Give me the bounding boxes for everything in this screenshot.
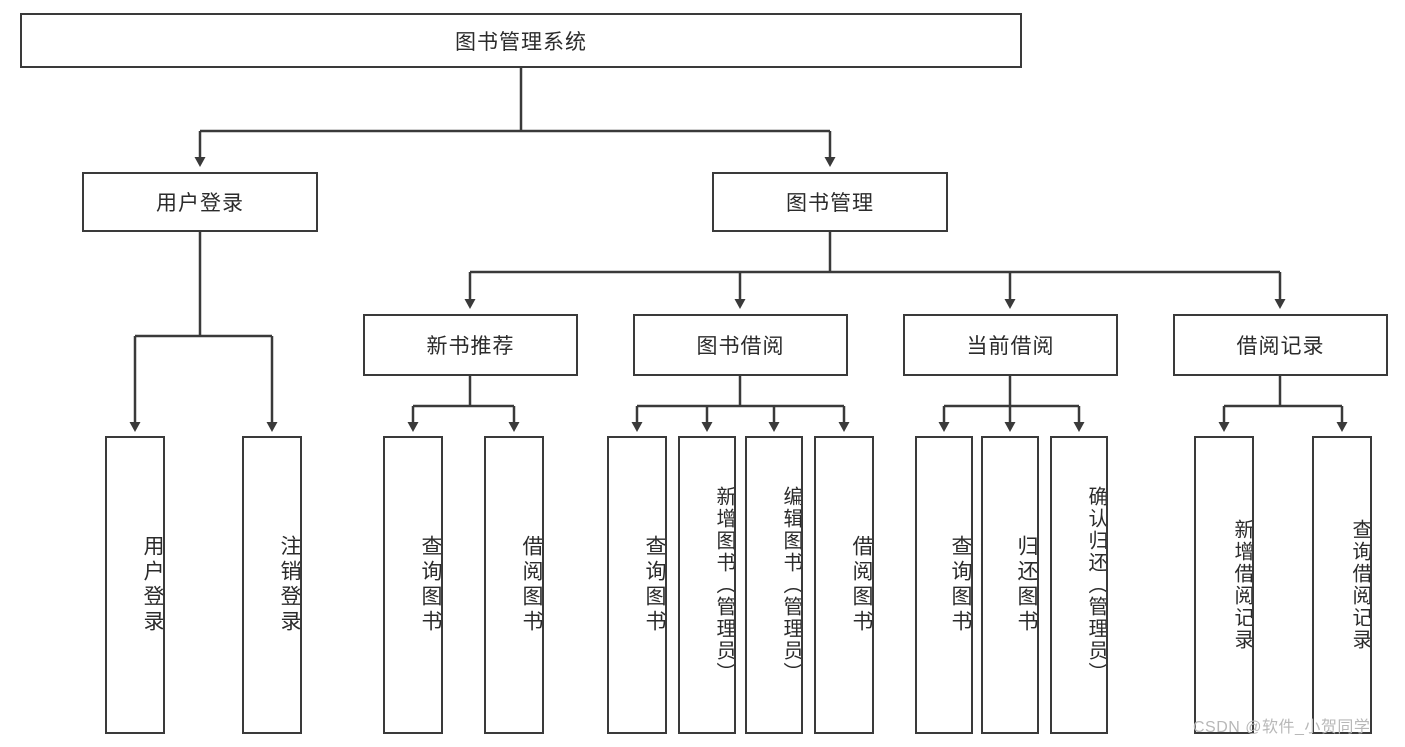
leaf-book-borrow-edit[interactable]: 编辑图书（管理员） xyxy=(745,436,803,734)
leaf-label: 确认归还（管理员） xyxy=(1085,486,1107,684)
leaf-label: 用户登录 xyxy=(141,535,164,635)
leaf-record-add[interactable]: 新增借阅记录 xyxy=(1194,436,1254,734)
watermark: CSDN @软件_小贺同学 xyxy=(1193,719,1371,736)
leaf-label: 编辑图书（管理员） xyxy=(780,486,802,684)
leaf-new-book-borrow[interactable]: 借阅图书 xyxy=(484,436,544,734)
leaf-label: 归还图书 xyxy=(1015,535,1038,635)
node-current-borrow[interactable]: 当前借阅 xyxy=(903,314,1118,376)
node-root-label: 图书管理系统 xyxy=(455,30,587,54)
leaf-record-query[interactable]: 查询借阅记录 xyxy=(1312,436,1372,734)
node-user-login-label: 用户登录 xyxy=(156,192,244,215)
node-borrow-record[interactable]: 借阅记录 xyxy=(1173,314,1388,376)
leaf-label: 新增图书（管理员） xyxy=(713,486,735,684)
node-root[interactable]: 图书管理系统 xyxy=(20,13,1022,68)
leaf-label: 查询图书 xyxy=(419,535,442,635)
leaf-user-login-logout[interactable]: 注销登录 xyxy=(242,436,302,734)
node-user-login[interactable]: 用户登录 xyxy=(82,172,318,232)
node-book-borrow-label: 图书借阅 xyxy=(696,335,785,358)
leaf-current-borrow-confirm[interactable]: 确认归还（管理员） xyxy=(1050,436,1108,734)
leaf-label: 新增借阅记录 xyxy=(1231,519,1253,651)
node-book-borrow[interactable]: 图书借阅 xyxy=(633,314,848,376)
leaf-new-book-query[interactable]: 查询图书 xyxy=(383,436,443,734)
node-new-book-recommend[interactable]: 新书推荐 xyxy=(363,314,578,376)
leaf-user-login-login[interactable]: 用户登录 xyxy=(105,436,165,734)
node-book-management-label: 图书管理 xyxy=(786,192,874,215)
leaf-label: 查询借阅记录 xyxy=(1349,519,1371,651)
node-current-borrow-label: 当前借阅 xyxy=(966,335,1055,358)
node-book-management[interactable]: 图书管理 xyxy=(712,172,948,232)
leaf-current-borrow-query[interactable]: 查询图书 xyxy=(915,436,973,734)
leaf-label: 注销登录 xyxy=(278,535,301,635)
leaf-current-borrow-return[interactable]: 归还图书 xyxy=(981,436,1039,734)
leaf-book-borrow-add[interactable]: 新增图书（管理员） xyxy=(678,436,736,734)
leaf-book-borrow-borrow[interactable]: 借阅图书 xyxy=(814,436,874,734)
node-new-book-recommend-label: 新书推荐 xyxy=(426,335,515,358)
leaf-label: 查询图书 xyxy=(643,535,666,635)
leaf-label: 查询图书 xyxy=(949,535,972,635)
leaf-label: 借阅图书 xyxy=(850,535,873,635)
leaf-label: 借阅图书 xyxy=(520,535,543,635)
leaf-book-borrow-query[interactable]: 查询图书 xyxy=(607,436,667,734)
node-borrow-record-label: 借阅记录 xyxy=(1236,335,1325,358)
